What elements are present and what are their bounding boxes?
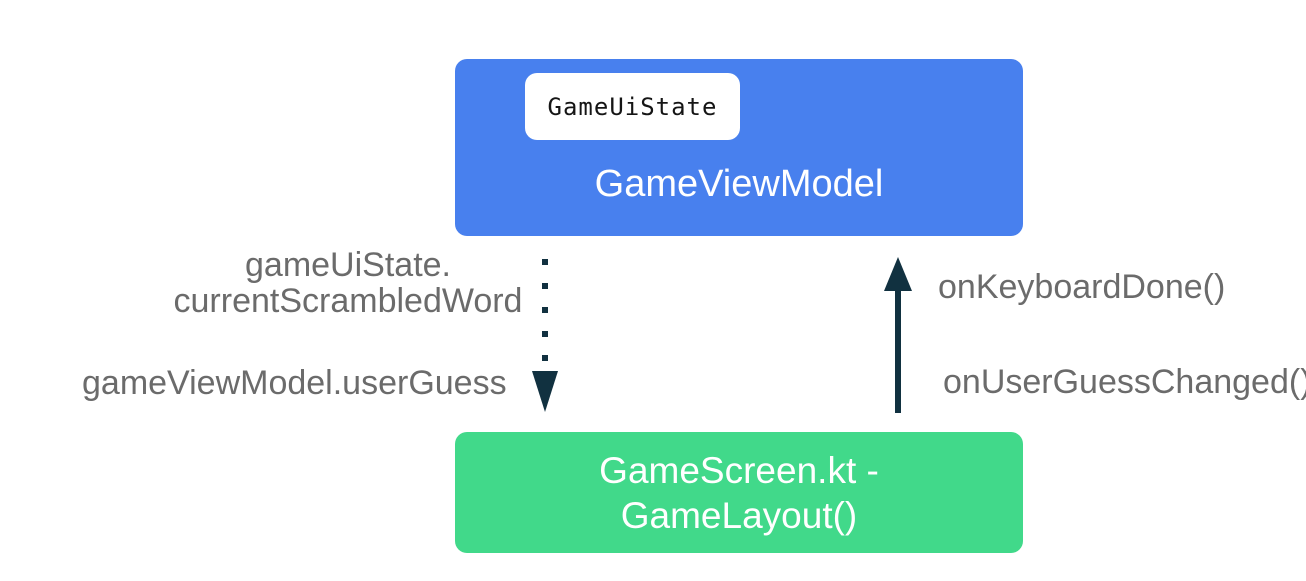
gamescreen-title: GameScreen.kt - GameLayout() xyxy=(599,449,879,536)
state-flow-dotted-line xyxy=(542,259,548,361)
down-arrow-icon xyxy=(532,371,558,412)
state-flow-label: gameUiState. currentScrambledWord xyxy=(173,246,523,320)
gameviewmodel-title: GameViewModel xyxy=(594,163,884,205)
onuserguesschanged-label: onUserGuessChanged() xyxy=(943,363,1306,401)
user-guess-label: gameViewModel.userGuess xyxy=(82,364,507,402)
gamescreen-box: GameScreen.kt - GameLayout() xyxy=(455,432,1023,553)
gameviewmodel-box: GameUiState GameViewModel xyxy=(455,59,1023,236)
gameuistate-chip: GameUiState xyxy=(525,73,740,140)
event-flow-line xyxy=(895,290,901,413)
up-arrow-icon xyxy=(884,257,912,291)
gameuistate-label: GameUiState xyxy=(547,92,718,121)
onkeyboarddone-label: onKeyboardDone() xyxy=(938,268,1226,306)
